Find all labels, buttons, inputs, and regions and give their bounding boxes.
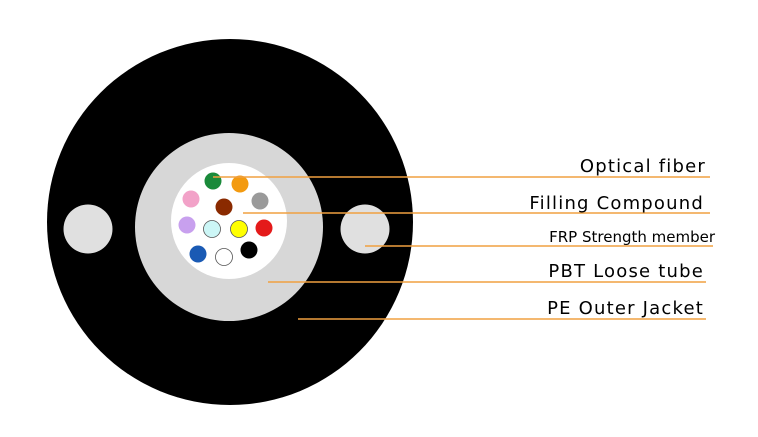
frp-strength-member-left	[63, 204, 113, 254]
optical-fiber-orange	[231, 175, 249, 193]
optical-fiber-pink	[182, 190, 200, 208]
optical-fiber-white	[215, 248, 233, 266]
label-filling-compound: Filling Compound	[529, 193, 704, 214]
label-pbt-loose-tube: PBT Loose tube	[548, 261, 704, 282]
optical-fiber-yellow	[230, 220, 248, 238]
optical-fiber-violet	[178, 216, 196, 234]
optical-fiber-brown	[215, 198, 233, 216]
optical-fiber-gray	[251, 192, 269, 210]
optical-fiber-green	[204, 172, 222, 190]
label-pe-outer-jacket: PE Outer Jacket	[547, 298, 704, 319]
label-frp-strength-member: FRP Strength member	[549, 228, 716, 246]
leader-lines	[213, 176, 713, 320]
frp-strength-member-right	[340, 204, 390, 254]
label-optical-fiber: Optical fiber	[580, 156, 706, 177]
optical-fiber-black	[240, 241, 258, 259]
callout-labels: Optical fiber Filling Compound FRP Stren…	[529, 156, 715, 319]
optical-fiber-blue	[189, 245, 207, 263]
optical-fiber-red	[255, 219, 273, 237]
optical-fiber-group	[178, 172, 273, 266]
optical-fiber-aqua	[203, 220, 221, 238]
